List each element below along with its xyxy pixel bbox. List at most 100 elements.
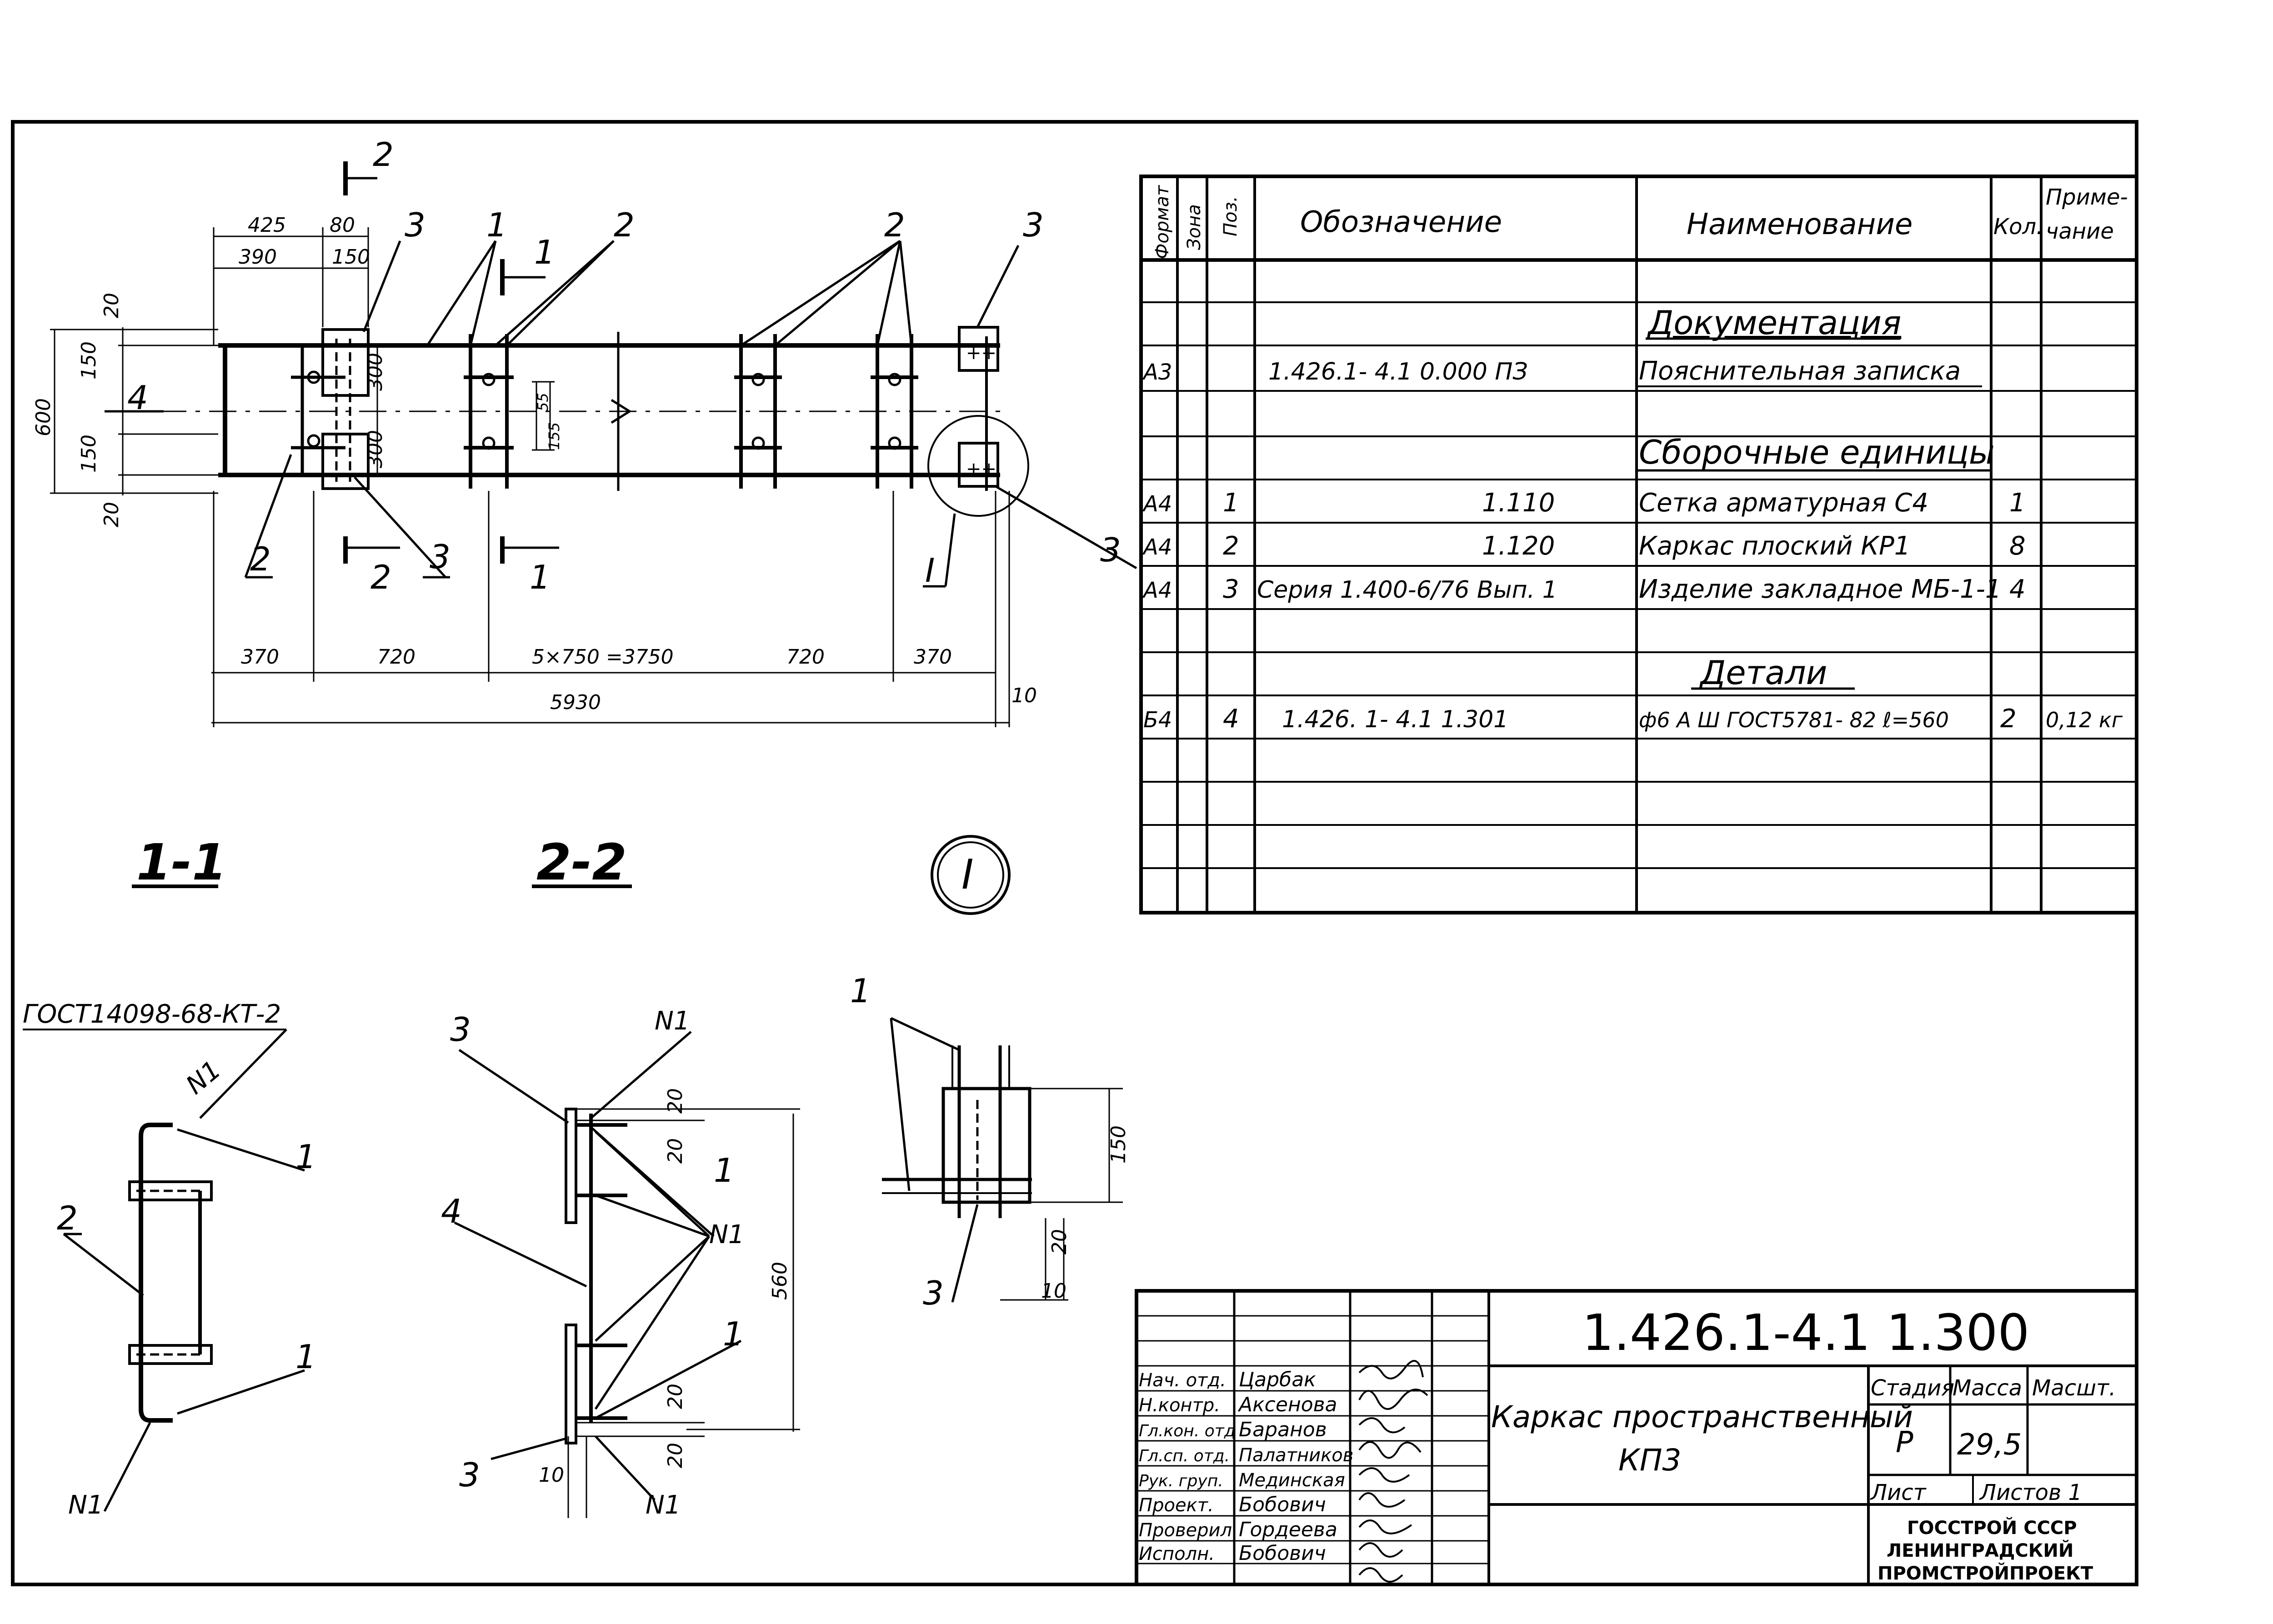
row2-designation: 1.120 [1482,531,1555,561]
dim-10: 10 [1011,684,1037,707]
dim-390: 390 [239,245,277,269]
svg-text:++: ++ [966,459,996,480]
doc-number: 1.426.1-4.1 1.300 [1582,1304,2029,1362]
callout-1-a: 1 [486,206,507,244]
node-I-marker [931,835,1011,915]
header-name: Наименование [1687,208,1913,241]
callout-1-bl: 1 [530,558,551,596]
section2-callout-3b: 3 [459,1456,480,1494]
section-1-1-label: 1-1 [136,833,227,891]
dim-5x750: 5×750 =3750 [532,645,674,669]
name-8: Бобович [1239,1542,1326,1565]
dim-150a: 150 [77,341,100,380]
name-7: Гордеева [1239,1518,1337,1541]
dim-720-right: 720 [786,645,825,669]
section-docs: Документация [1647,304,1901,342]
section-units: Сборочные единицы [1639,433,1995,471]
row3-pos: 3 [1223,575,1239,604]
role-8: Исполн. [1139,1544,1215,1564]
role-3: Гл.кон. отд [1139,1422,1236,1440]
name-5: Мединская [1239,1470,1345,1491]
scale-label: Масшт. [2032,1375,2116,1401]
name-3: Баранов [1239,1418,1327,1441]
row1-format: А4 [1142,491,1172,517]
row-pz-format: А3 [1142,360,1172,385]
callout-4: 4 [127,379,148,417]
dim-20b: 20 [100,502,123,527]
row3-designation: Серия 1.400-6/76 Вып. 1 [1257,576,1557,604]
stage-label: Стадия [1871,1375,1954,1401]
row2-name: Каркас плоский КР1 [1639,531,1910,561]
callout-3-a: 3 [405,206,426,244]
section1-callout-2: 2 [57,1199,78,1237]
plan-view: ++ ++ [50,161,1137,727]
section2-callout-1b: 1 [723,1315,744,1353]
title-block [1135,1289,2138,1586]
row3-qty: 4 [2009,575,2026,604]
dim-150b: 150 [77,435,100,473]
dim-300a: 300 [364,353,387,391]
stage-value: Р [1896,1426,1913,1459]
row-pz-name: Пояснительная записка [1639,356,1961,386]
dim-425: 425 [248,214,286,237]
dim-20a: 20 [100,293,123,318]
callout-2-b: 2 [884,206,905,244]
mass-value: 29,5 [1957,1428,2022,1462]
row1-pos: 1 [1223,488,1239,518]
section2-dim-20b: 20 [664,1138,687,1164]
row3-format: А4 [1142,578,1172,603]
node-callout-3: 3 [923,1274,944,1312]
drawing-title: Каркас пространственный [1491,1399,1913,1434]
callout-2-bl: 2 [250,540,271,578]
spec-row-3: А4 3 Серия 1.400-6/76 Вып. 1 Изделие зак… [1142,575,2026,604]
dim-5930: 5930 [550,691,601,714]
section2-dim-10: 10 [539,1464,564,1487]
dim-370-right: 370 [914,645,952,669]
specification-table [1139,175,2138,914]
org-line-1: ГОССТРОЙ СССР [1907,1517,2077,1539]
name-1: Царбак [1239,1368,1316,1391]
section2-n1-bot: N1 [646,1490,681,1520]
header-format: Формат [1152,185,1173,259]
section1-n1-bot: N1 [68,1490,104,1520]
dim-80: 80 [330,214,355,237]
section1-callout-1a: 1 [295,1138,316,1176]
section2-callout-4: 4 [441,1192,462,1230]
row2-format: А4 [1142,535,1172,560]
sheets-label: Листов 1 [1979,1480,2082,1505]
node-dim-20: 20 [1048,1229,1071,1254]
header-note-1: Приме- [2046,185,2128,210]
row2-pos: 2 [1223,531,1239,561]
weld-spec: ГОСТ14098-68-КТ-2 [23,999,281,1029]
row2-qty: 8 [2009,531,2026,561]
row1-designation: 1.110 [1482,488,1555,518]
name-4: Палатников [1239,1445,1353,1466]
node-callout-1: 1 [850,972,871,1010]
section2-callout-3a: 3 [450,1010,471,1049]
section2-dim-560: 560 [768,1262,791,1300]
header-zone: Зона [1184,204,1205,250]
dim-370-left: 370 [241,645,279,669]
role-2: Н.контр. [1139,1395,1220,1416]
row-pz-designation: 1.426.1- 4.1 0.000 ПЗ [1268,358,1528,385]
sheet-label: Лист [1870,1480,1927,1505]
section1-n1-top: N1 [180,1055,226,1100]
dim-720-left: 720 [377,645,416,669]
section2-n1-mid: N1 [709,1220,745,1249]
header-qty: Кол. [1993,214,2043,240]
node-I-label: I [961,851,974,899]
spec-detail-row: Б4 4 1.426. 1- 4.1 1.301 ф6 А Ш ГОСТ5781… [1143,704,2123,734]
section2-dim-20a: 20 [664,1088,687,1114]
row1-name: Сетка арматурная С4 [1639,488,1928,518]
role-4: Гл.сп. отд. [1139,1447,1230,1465]
detail-pos: 4 [1223,704,1239,734]
dim-155: 155 [546,422,563,450]
section-2-2 [454,1031,800,1518]
spec-row-1: А4 1 1.110 Сетка арматурная С4 1 [1142,488,2026,518]
dim-150-top: 150 [332,245,370,269]
org-line-2: ЛЕНИНГРАДСКИЙ [1887,1539,2073,1561]
callout-2-top: 2 [373,135,394,174]
node-I-detail [882,1017,1123,1303]
callout-3-bl: 3 [430,538,451,576]
